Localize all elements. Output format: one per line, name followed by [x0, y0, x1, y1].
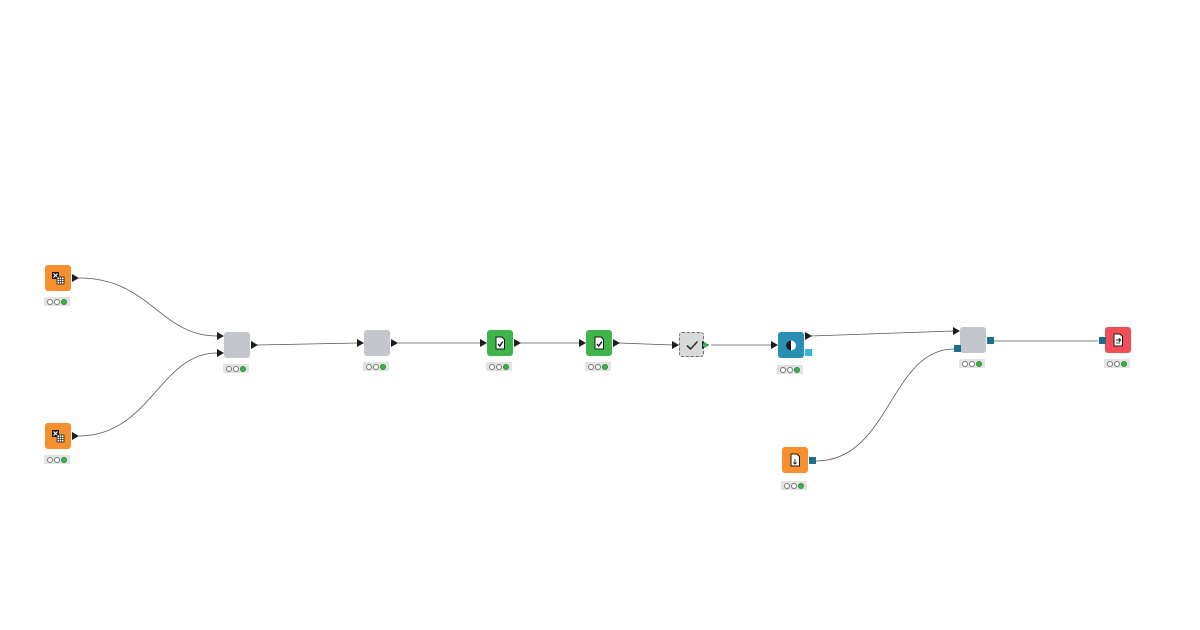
- arrow-head: [953, 327, 960, 335]
- status-lights: [777, 365, 803, 374]
- blue-node[interactable]: [777, 332, 812, 374]
- output-port[interactable]: [72, 274, 79, 282]
- node-body[interactable]: [45, 423, 71, 449]
- status-light-yellow: [496, 363, 502, 370]
- status-light-green: [798, 482, 804, 489]
- connection-green2-variable: [618, 342, 674, 346]
- node-body[interactable]: [782, 447, 808, 473]
- status-light-red: [588, 363, 594, 370]
- status-light-green: [976, 360, 982, 367]
- status-light-yellow: [787, 366, 793, 373]
- green-node-2[interactable]: [585, 330, 620, 371]
- status-light-red: [1107, 360, 1113, 367]
- arrow-head: [579, 339, 586, 347]
- joiner-node[interactable]: [223, 332, 258, 373]
- excel-table-icon: [52, 272, 65, 285]
- connection-excel1-joiner: [78, 277, 218, 337]
- green-node-1[interactable]: [486, 330, 521, 371]
- status-light-yellow: [791, 482, 797, 489]
- arrow-head: [217, 349, 224, 357]
- variable-output-port[interactable]: [702, 341, 711, 349]
- variable-node[interactable]: [679, 332, 709, 360]
- output-port[interactable]: [613, 339, 620, 347]
- status-lights: [486, 362, 512, 371]
- color-drop-icon: [786, 340, 796, 351]
- status-light-yellow: [54, 298, 60, 305]
- node-body[interactable]: [679, 332, 704, 357]
- status-light-red: [47, 456, 53, 463]
- status-light-green: [380, 363, 386, 370]
- connection-blue-gray3: [810, 330, 955, 337]
- status-light-green: [61, 456, 67, 463]
- excel-table-icon: [52, 430, 65, 443]
- status-lights: [959, 359, 985, 368]
- input-port[interactable]: [1099, 337, 1106, 344]
- arrow-head: [771, 341, 778, 349]
- status-light-red: [784, 482, 790, 489]
- status-light-green: [794, 366, 800, 373]
- status-light-yellow: [373, 363, 379, 370]
- output-port[interactable]: [514, 339, 521, 347]
- document-export-icon: [1113, 333, 1123, 347]
- input-port[interactable]: [954, 345, 961, 352]
- status-light-yellow: [233, 365, 239, 372]
- excel-reader-node-2[interactable]: [44, 423, 79, 464]
- status-light-red: [47, 298, 53, 305]
- gray-node-2[interactable]: [363, 330, 398, 371]
- node-body[interactable]: [960, 327, 986, 353]
- node-body[interactable]: [364, 330, 390, 356]
- excel-reader-node-1[interactable]: [44, 265, 79, 306]
- output-port[interactable]: [72, 432, 79, 440]
- orange-reader-node[interactable]: [781, 447, 816, 490]
- red-writer-node[interactable]: [1099, 327, 1133, 368]
- status-light-green: [1121, 360, 1127, 367]
- status-lights: [223, 364, 249, 373]
- status-light-green: [503, 363, 509, 370]
- model-output-port[interactable]: [805, 349, 812, 356]
- node-body[interactable]: [45, 265, 71, 291]
- output-port[interactable]: [251, 341, 258, 349]
- connection-excel2-joiner: [78, 352, 218, 437]
- output-port[interactable]: [809, 457, 816, 464]
- status-light-yellow: [595, 363, 601, 370]
- status-light-yellow: [1114, 360, 1120, 367]
- status-light-yellow: [54, 456, 60, 463]
- node-body[interactable]: [586, 330, 612, 356]
- document-check-icon: [594, 336, 604, 350]
- connection-joiner-gray2: [256, 342, 359, 346]
- status-light-red: [780, 366, 786, 373]
- status-light-green: [61, 298, 67, 305]
- connection-reader-gray3: [815, 348, 955, 462]
- arrow-head: [217, 332, 224, 340]
- status-lights: [363, 362, 389, 371]
- output-port[interactable]: [805, 332, 812, 340]
- status-lights: [1104, 359, 1130, 368]
- status-light-green: [240, 365, 246, 372]
- gray-node-3[interactable]: [954, 327, 994, 368]
- status-light-red: [366, 363, 372, 370]
- status-light-green: [602, 363, 608, 370]
- node-body[interactable]: [778, 332, 804, 358]
- output-port[interactable]: [391, 339, 398, 347]
- output-port[interactable]: [987, 337, 994, 344]
- arrow-head: [357, 339, 364, 347]
- status-lights: [585, 362, 611, 371]
- arrow-head: [672, 341, 679, 349]
- document-check-icon: [495, 336, 505, 350]
- checkmark-icon: [685, 340, 698, 350]
- status-lights: [44, 455, 70, 464]
- status-light-yellow: [969, 360, 975, 367]
- status-light-red: [489, 363, 495, 370]
- status-lights: [44, 297, 70, 306]
- document-icon: [790, 453, 800, 467]
- status-light-red: [226, 365, 232, 372]
- node-body[interactable]: [487, 330, 513, 356]
- node-body[interactable]: [1105, 327, 1131, 353]
- status-light-red: [962, 360, 968, 367]
- node-body[interactable]: [224, 332, 250, 358]
- arrow-head: [480, 339, 487, 347]
- status-lights: [781, 481, 807, 490]
